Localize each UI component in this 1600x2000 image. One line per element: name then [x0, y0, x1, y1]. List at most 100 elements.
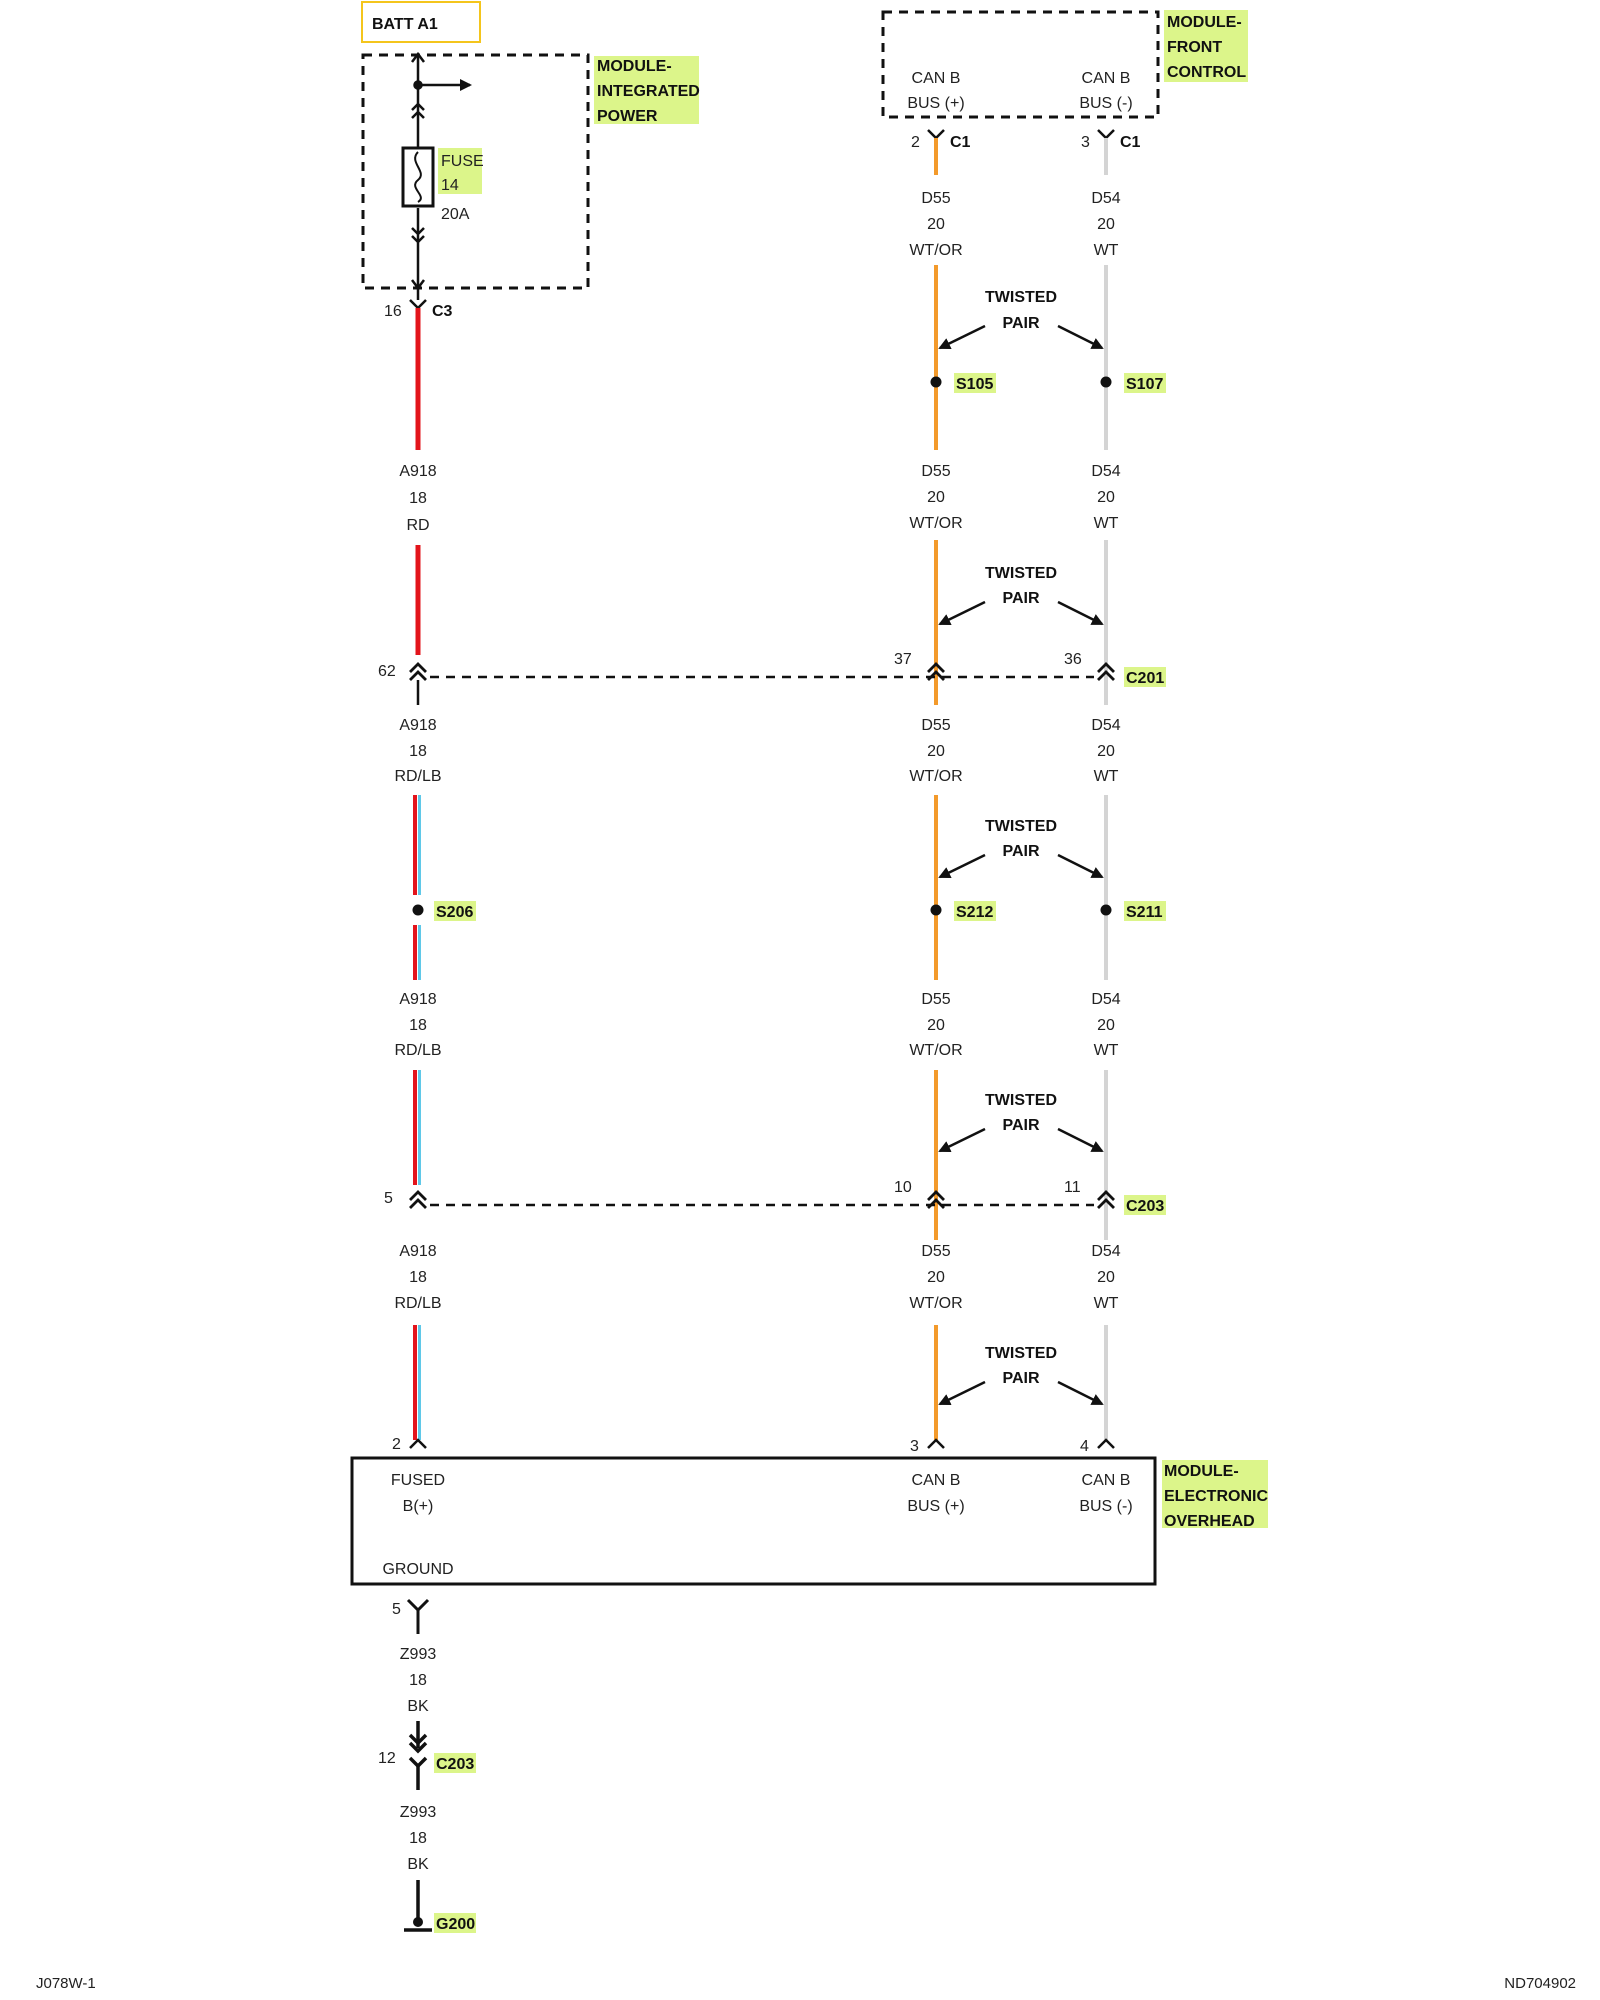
connector-c1-minus: 3 C1 — [1081, 129, 1141, 151]
svg-text:S107: S107 — [1126, 376, 1163, 393]
svg-text:18: 18 — [409, 743, 427, 760]
wire-label-a918-rdlb: A918 18 RD/LB — [394, 717, 441, 785]
module-integrated-power-box — [361, 53, 590, 290]
svg-text:TWISTED: TWISTED — [985, 1092, 1057, 1109]
overhead-fused-label: FUSED — [391, 1472, 445, 1489]
splice-s105: S105 — [930, 373, 996, 393]
front-can-minus-label: CAN B — [1082, 70, 1131, 87]
svg-text:WT/OR: WT/OR — [909, 515, 962, 532]
svg-text:FRONT: FRONT — [1167, 39, 1222, 56]
footer-left-code: J078W-1 — [36, 1975, 96, 1992]
svg-text:18: 18 — [409, 1672, 427, 1689]
module-front-control-box — [881, 10, 1160, 119]
svg-text:S105: S105 — [956, 376, 993, 393]
svg-text:20: 20 — [1097, 743, 1115, 760]
svg-text:Z993: Z993 — [400, 1646, 437, 1663]
twisted-pair-label: TWISTED PAIR — [938, 1092, 1104, 1153]
svg-text:C203: C203 — [1126, 1198, 1164, 1215]
svg-text:WT: WT — [1094, 242, 1119, 259]
svg-text:POWER: POWER — [597, 108, 658, 125]
svg-text:PAIR: PAIR — [1002, 590, 1039, 607]
svg-text:OVERHEAD: OVERHEAD — [1164, 1513, 1255, 1530]
svg-text:BUS (-): BUS (-) — [1079, 1498, 1132, 1515]
wire-a918-rdlb — [413, 795, 421, 1440]
fuse-label: FUSE 14 20A — [438, 148, 484, 223]
svg-text:5: 5 — [392, 1601, 401, 1618]
svg-text:4: 4 — [1080, 1438, 1089, 1455]
svg-text:5: 5 — [384, 1190, 393, 1207]
fuse-14-icon — [401, 146, 435, 208]
svg-text:PAIR: PAIR — [1002, 315, 1039, 332]
svg-text:36: 36 — [1064, 651, 1082, 668]
svg-text:WT: WT — [1094, 768, 1119, 785]
svg-text:BK: BK — [407, 1698, 429, 1715]
svg-text:D55: D55 — [921, 463, 950, 480]
twisted-pair-label: TWISTED PAIR — [938, 289, 1104, 350]
svg-text:16: 16 — [384, 303, 402, 320]
svg-text:INTEGRATED: INTEGRATED — [597, 83, 700, 100]
wire-label-z993: Z993 18 BK — [400, 1646, 437, 1715]
svg-text:10: 10 — [894, 1179, 912, 1196]
svg-text:PAIR: PAIR — [1002, 843, 1039, 860]
svg-text:20: 20 — [927, 743, 945, 760]
svg-text:TWISTED: TWISTED — [985, 289, 1057, 306]
svg-text:S206: S206 — [436, 904, 473, 921]
svg-text:12: 12 — [378, 1750, 396, 1767]
wire-label-d55: D55 20 WT/OR — [909, 463, 962, 532]
twisted-pair-label: TWISTED PAIR — [938, 818, 1104, 879]
svg-text:2: 2 — [911, 134, 920, 151]
overhead-can-plus-label: CAN B — [912, 1472, 961, 1489]
ground-g200-icon: G200 — [404, 1913, 476, 1933]
svg-text:18: 18 — [409, 1017, 427, 1034]
svg-text:B(+): B(+) — [403, 1498, 434, 1515]
batt-label: BATT A1 — [372, 16, 438, 33]
front-can-plus-label: CAN B — [912, 70, 961, 87]
overhead-can-minus-label: CAN B — [1082, 1472, 1131, 1489]
svg-text:MODULE-: MODULE- — [1167, 14, 1242, 31]
module-electronic-overhead-label: MODULE- ELECTRONIC OVERHEAD — [1162, 1460, 1268, 1530]
svg-text:Z993: Z993 — [400, 1804, 437, 1821]
svg-text:A918: A918 — [399, 717, 436, 734]
svg-text:C3: C3 — [432, 303, 453, 320]
svg-text:D54: D54 — [1091, 463, 1120, 480]
svg-text:BK: BK — [407, 1856, 429, 1873]
svg-text:RD/LB: RD/LB — [394, 1042, 441, 1059]
svg-text:WT: WT — [1094, 1042, 1119, 1059]
svg-text:S211: S211 — [1126, 904, 1163, 921]
svg-text:20: 20 — [1097, 1017, 1115, 1034]
svg-text:D55: D55 — [921, 717, 950, 734]
svg-text:MODULE-: MODULE- — [597, 58, 672, 75]
svg-text:TWISTED: TWISTED — [985, 818, 1057, 835]
svg-text:CONTROL: CONTROL — [1167, 64, 1246, 81]
svg-text:D54: D54 — [1091, 991, 1120, 1008]
wire-z993 — [408, 1721, 428, 1790]
svg-text:BUS (+): BUS (+) — [907, 1498, 964, 1515]
svg-text:C203: C203 — [436, 1756, 474, 1773]
svg-text:PAIR: PAIR — [1002, 1370, 1039, 1387]
wire-label-a918-rd: A918 18 RD — [399, 463, 436, 534]
svg-text:S212: S212 — [956, 904, 993, 921]
svg-text:WT/OR: WT/OR — [909, 1042, 962, 1059]
svg-text:20: 20 — [927, 1269, 945, 1286]
splice-s206: S206 — [412, 901, 476, 921]
svg-text:C1: C1 — [950, 134, 971, 151]
svg-text:FUSE: FUSE — [441, 153, 484, 170]
module-electronic-overhead-box — [350, 1456, 1157, 1586]
svg-text:62: 62 — [378, 663, 396, 680]
svg-text:BUS (-): BUS (-) — [1079, 95, 1132, 112]
splice-s211: S211 — [1100, 901, 1166, 921]
wire-label-a918-rdlb: A918 18 RD/LB — [394, 1243, 441, 1312]
svg-text:RD/LB: RD/LB — [394, 1295, 441, 1312]
svg-text:D54: D54 — [1091, 190, 1120, 207]
svg-text:D54: D54 — [1091, 717, 1120, 734]
svg-text:ELECTRONIC: ELECTRONIC — [1164, 1488, 1268, 1505]
connector-c201: 62 37 36 C201 — [378, 651, 1166, 705]
svg-text:20: 20 — [927, 216, 945, 233]
module-front-control-label: MODULE- FRONT CONTROL — [1164, 10, 1248, 82]
svg-text:3: 3 — [1081, 134, 1090, 151]
twisted-pair-label: TWISTED PAIR — [938, 565, 1104, 626]
twisted-pair-label: TWISTED PAIR — [938, 1345, 1104, 1406]
wire-label-d55: D55 20 WT/OR — [909, 717, 962, 785]
svg-text:C201: C201 — [1126, 670, 1164, 687]
